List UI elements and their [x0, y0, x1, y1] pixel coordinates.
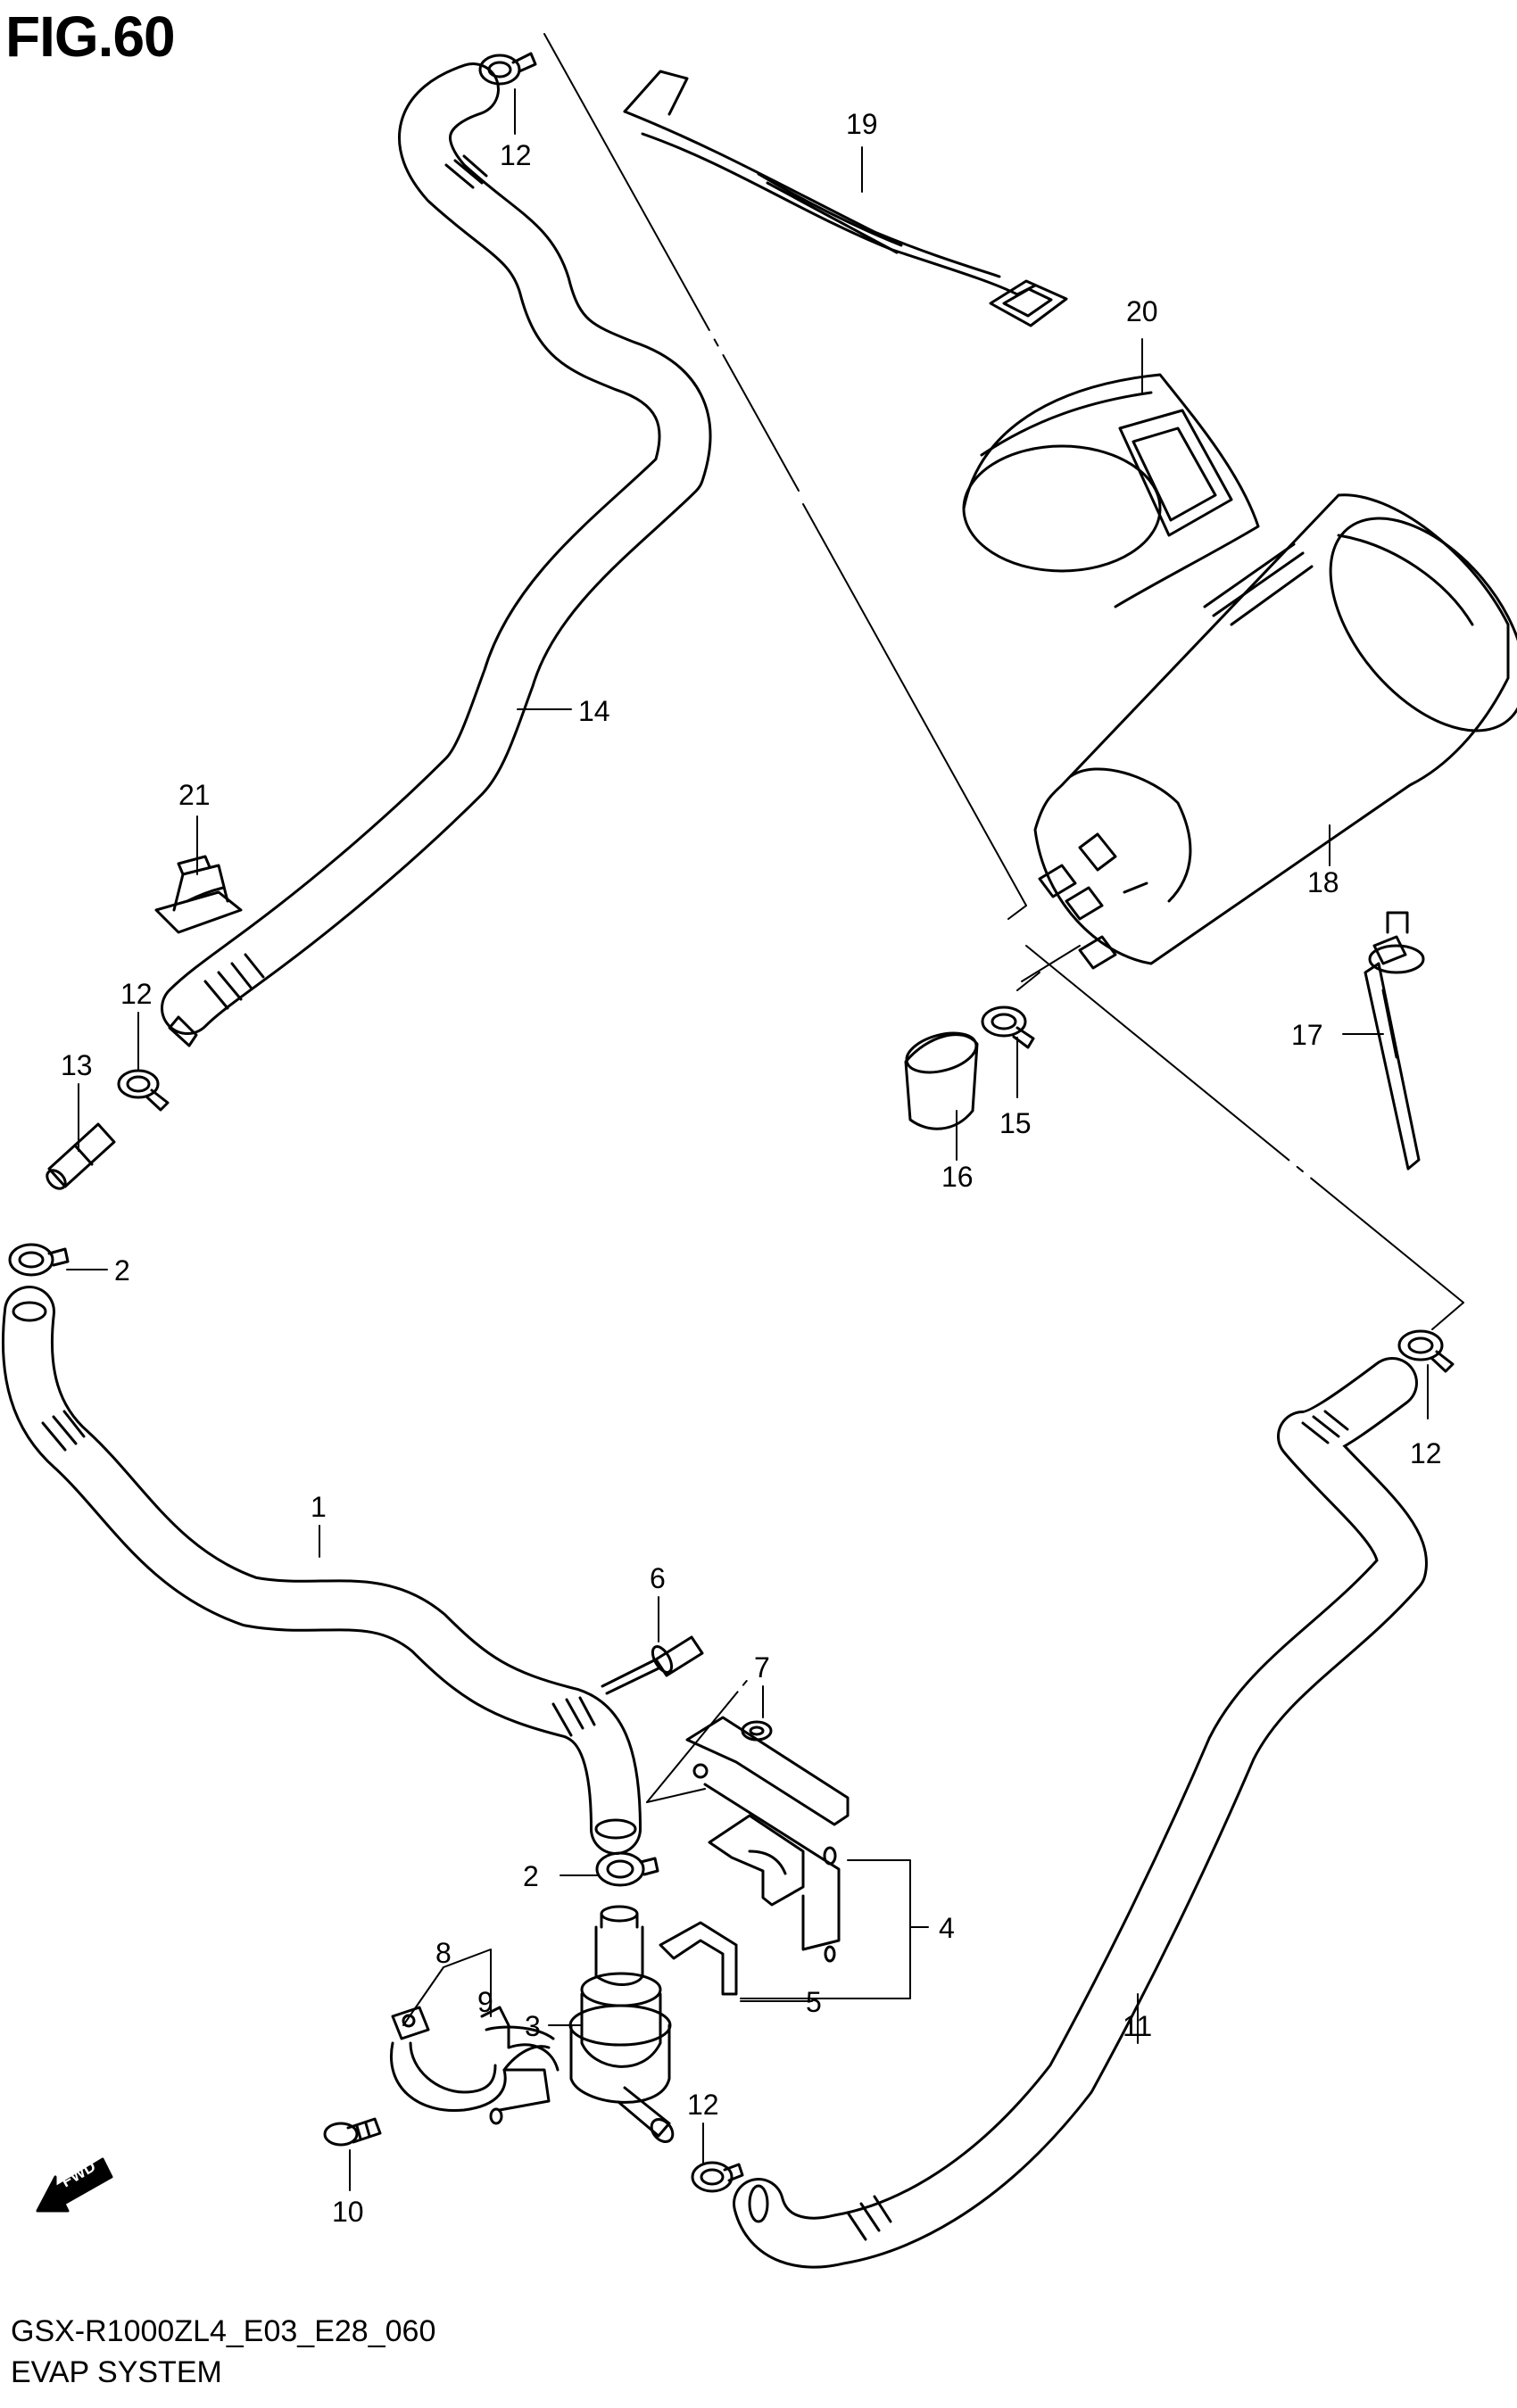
callout-13: 13 — [61, 1049, 93, 1081]
hose-1 — [1, 1286, 642, 1855]
canister-14 — [1033, 493, 1517, 970]
callout-9: 9 — [477, 1986, 493, 2018]
callout-20-label: 17 — [1291, 1019, 1323, 1051]
callout-16: 20 — [1126, 295, 1158, 327]
model-code: GSX-R1000ZL4_E03_E28_060 — [11, 2314, 436, 2348]
clip-21 — [154, 855, 243, 934]
callout-10: 10 — [332, 2196, 364, 2228]
strap-15 — [623, 70, 1068, 327]
callout-8: 8 — [435, 1937, 452, 1969]
callout-11: 11 — [1123, 2010, 1152, 2042]
bracket-4 — [685, 1716, 850, 1963]
bolt-10 — [323, 2117, 382, 2147]
hose-18 — [161, 62, 712, 1047]
callout-17: 16 — [941, 1161, 974, 1193]
callout-15: 19 — [846, 108, 878, 140]
callout-2-mid: 2 — [523, 1860, 539, 1892]
clamp-12-left — [117, 1069, 170, 1112]
callout-21: 21 — [178, 779, 211, 811]
clamp-2-top — [8, 1243, 70, 1277]
callout-14: 18 — [1307, 866, 1339, 898]
callout-7: 7 — [754, 1651, 770, 1684]
callout-2-top: 2 — [114, 1254, 130, 1287]
callout-6: 6 — [650, 1562, 666, 1594]
callout-12-left: 12 — [120, 978, 153, 1010]
washer-7 — [741, 1720, 773, 1742]
cable-tie-20 — [1364, 911, 1425, 1171]
callout-4: 4 — [939, 1912, 955, 1944]
callout-18: 14 — [578, 695, 610, 727]
clamp-12-right — [1397, 1329, 1455, 1373]
callout-19: 15 — [999, 1107, 1032, 1139]
callout-5: 5 — [806, 1986, 822, 2018]
callout-12-right: 12 — [1410, 1437, 1442, 1469]
clamp-2-mid — [595, 1851, 659, 1887]
reference-lines — [543, 33, 1464, 1803]
leader-lines — [66, 88, 1429, 2191]
holder-8 — [390, 2006, 551, 2125]
callout-12-top: 12 — [500, 139, 532, 171]
cap-17 — [904, 1031, 979, 1130]
clamp-19 — [981, 1005, 1035, 1049]
holder-9 — [480, 2006, 560, 2072]
callout-labels: 19 12 20 14 21 18 12 20 17 13 15 16 2 12… — [58, 108, 1442, 2228]
system-name: EVAP SYSTEM — [11, 2355, 222, 2389]
clamp-12-bottom — [691, 2161, 744, 2193]
fwd-arrow-icon — [36, 2157, 113, 2213]
callout-3: 3 — [525, 2010, 541, 2042]
clip-5 — [659, 1921, 738, 1996]
valve-3 — [568, 1905, 675, 2144]
figure-title: FIG.60 — [5, 4, 176, 69]
hose-11 — [733, 1357, 1428, 2269]
clamp-12-top — [478, 52, 537, 86]
cap-16 — [962, 373, 1260, 608]
callout-1: 1 — [311, 1491, 327, 1523]
callout-12-bottom: 12 — [687, 2089, 719, 2121]
rivet-6 — [601, 1635, 704, 1695]
